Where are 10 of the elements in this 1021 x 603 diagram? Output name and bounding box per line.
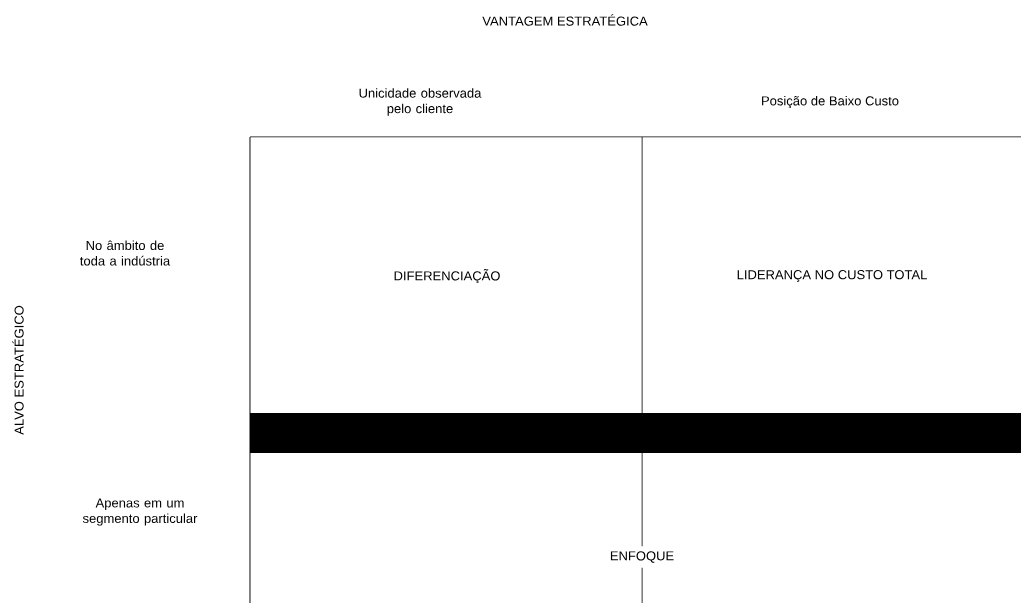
axis-heading: ALVO ESTRATÉGICO — [12, 305, 24, 435]
cell-label: DIFERENCIAÇÃO — [394, 268, 500, 284]
cell-label: ENFOQUE — [604, 546, 680, 568]
axis-heading: VANTAGEM ESTRATÉGICA — [482, 14, 648, 26]
column-heading: Unicidade observada pelo cliente — [359, 88, 482, 116]
row-heading: No âmbito de toda a indústria — [80, 240, 171, 266]
divider-bar — [250, 413, 1021, 453]
column-heading: Posição de Baixo Custo — [762, 95, 899, 109]
cell-label: LIDERANÇA NO CUSTO TOTAL — [737, 270, 927, 282]
row-heading: Apenas em um segmento particular — [82, 498, 198, 526]
